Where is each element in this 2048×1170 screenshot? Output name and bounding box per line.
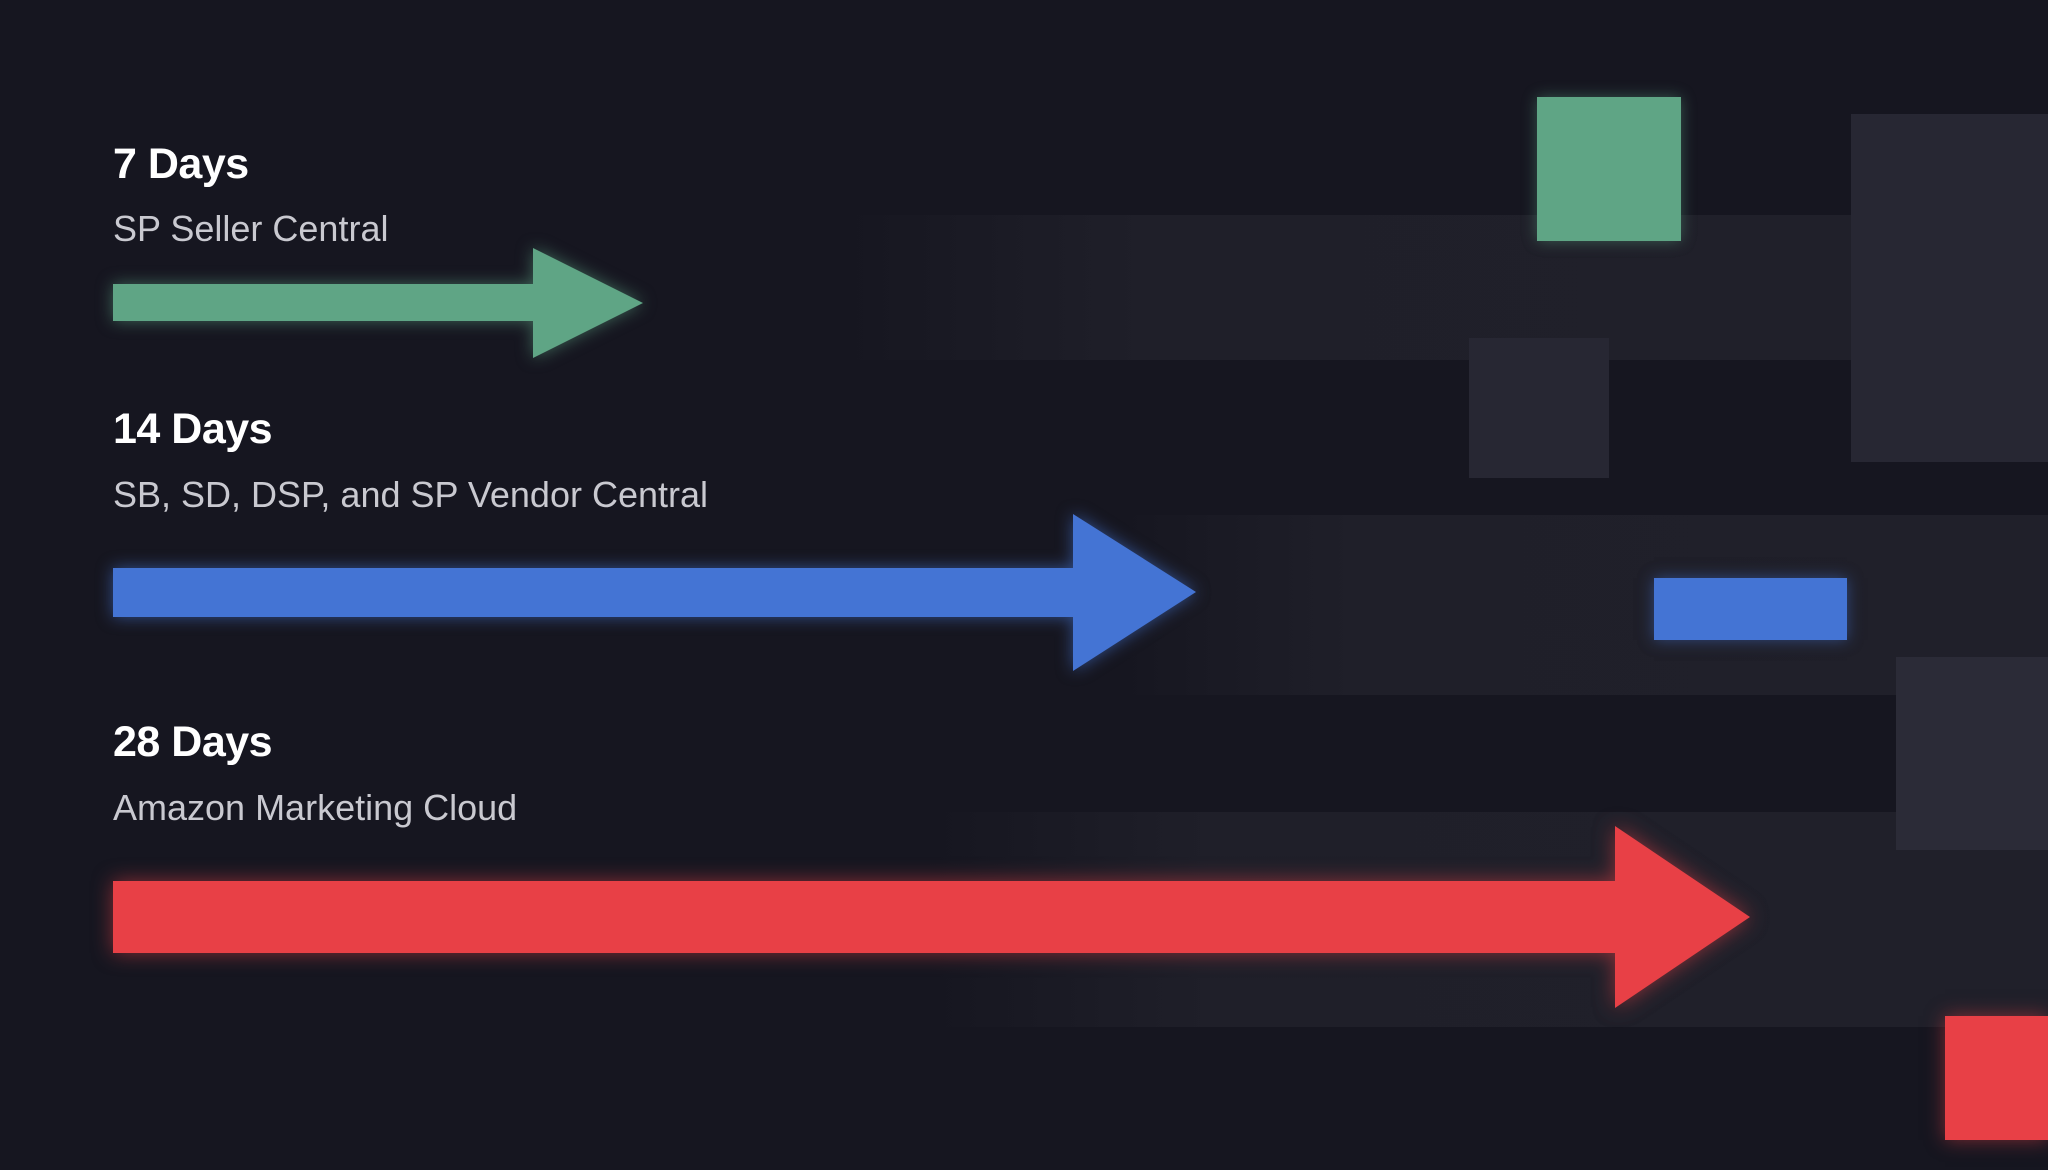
decor-red-square bbox=[1945, 1016, 2048, 1140]
row-subtitle-seller-central: SP Seller Central bbox=[113, 208, 389, 249]
row-title-14-days: 14 Days bbox=[113, 405, 273, 453]
background-band bbox=[840, 215, 2048, 360]
row-title-7-days: 7 Days bbox=[113, 140, 249, 188]
decor-gray-block bbox=[1851, 114, 2048, 462]
decor-blue-rectangle bbox=[1654, 578, 1847, 640]
row-subtitle-vendor-central: SB, SD, DSP, and SP Vendor Central bbox=[113, 474, 709, 515]
decor-gray-block bbox=[1896, 657, 2048, 850]
decor-green-square bbox=[1537, 97, 1681, 241]
background-band bbox=[1120, 515, 2048, 695]
row-title-28-days: 28 Days bbox=[113, 718, 273, 766]
row-subtitle-marketing-cloud: Amazon Marketing Cloud bbox=[113, 787, 518, 828]
decor-gray-block bbox=[1469, 338, 1609, 478]
